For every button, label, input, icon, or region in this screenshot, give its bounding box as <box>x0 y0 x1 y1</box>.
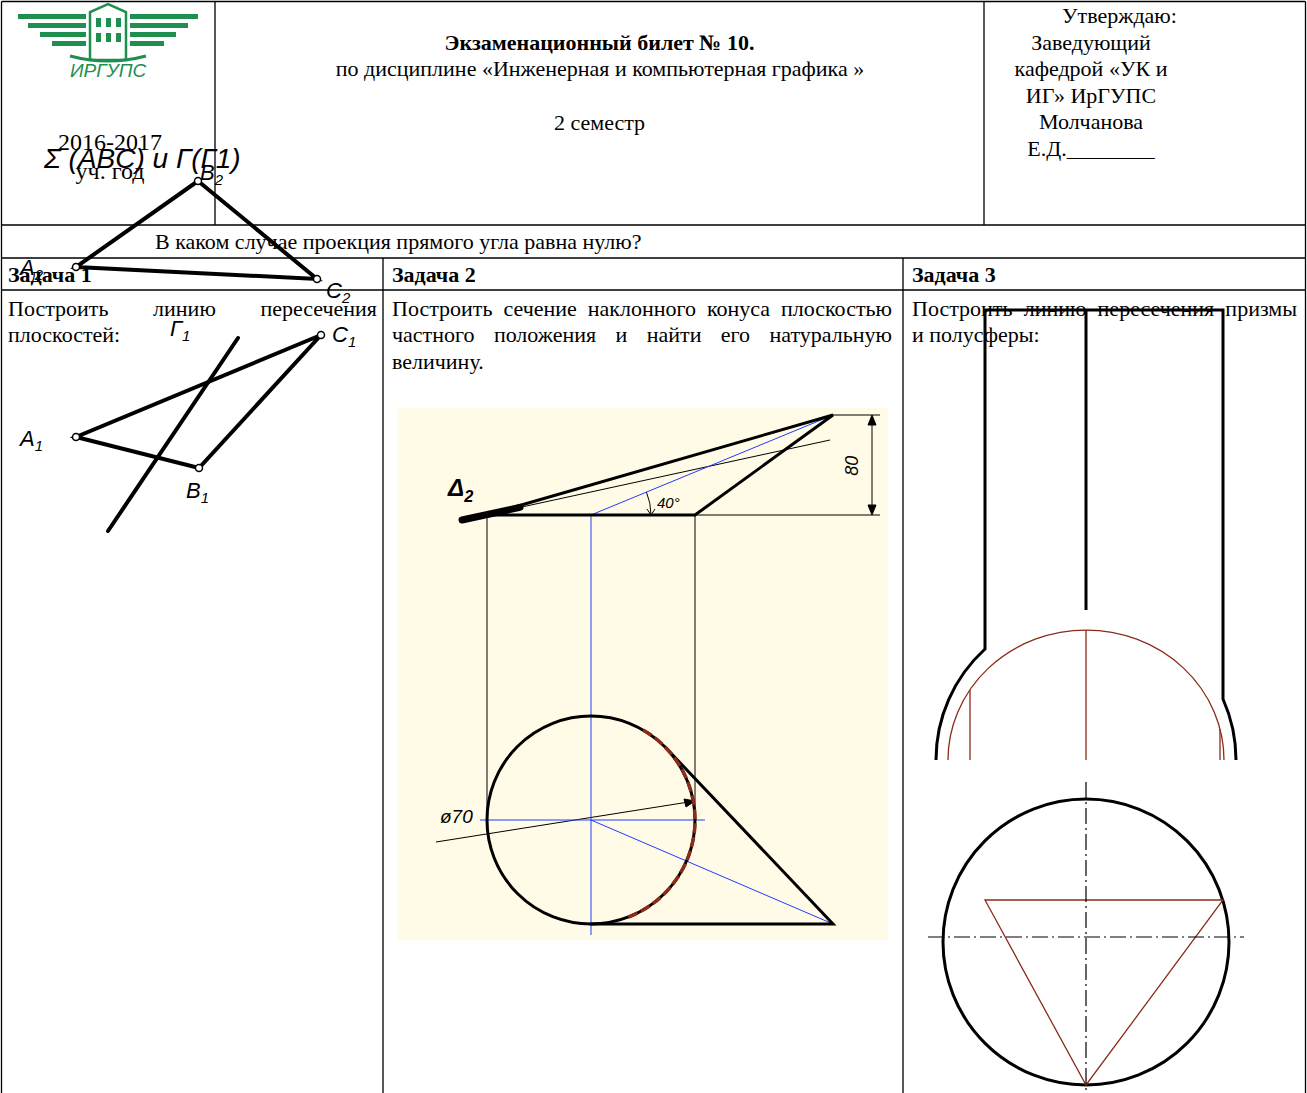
subscript-index: 1 <box>35 437 43 454</box>
approval-heading: Утверждаю: <box>1062 3 1177 29</box>
theory-question: В каком случае проекция прямого угла рав… <box>155 229 641 255</box>
point-label: A1 <box>20 426 43 455</box>
prism-hemisphere-drawing <box>928 310 1244 1093</box>
point-label: B1 <box>186 478 209 507</box>
subscript-index: 2 <box>464 487 473 505</box>
logo-text: ИРГУПС <box>70 60 146 83</box>
subscript-index: 1 <box>348 333 356 350</box>
subscript-index: 2 <box>342 289 350 306</box>
approval-signature: Заведующий кафедрой «УК и ИГ» ИрГУПС Мол… <box>995 30 1187 162</box>
task-heading: Задача 3 <box>912 262 996 288</box>
plane-label: Δ2 <box>448 474 473 506</box>
point-label: A2 <box>20 255 43 284</box>
subscript-index: 2 <box>215 171 223 188</box>
diameter-dimension: ø70 <box>440 806 473 829</box>
task-text: Построить линию пересечения призмы и пол… <box>912 296 1297 349</box>
point-label: B2 <box>200 160 223 189</box>
semester: 2 семестр <box>215 110 984 136</box>
angle-dimension: 40° <box>657 494 680 512</box>
task-text: Построить сечение наклонного конуса плос… <box>392 296 892 375</box>
point-label: C2 <box>326 278 350 307</box>
ticket-title: Экзаменационный билет № 10. <box>215 30 984 56</box>
point-label: Г1 <box>170 316 190 345</box>
university-logo <box>18 4 198 61</box>
subscript-index: 2 <box>35 266 43 283</box>
subscript-index: 1 <box>201 489 209 506</box>
task-heading: Задача 2 <box>392 262 476 288</box>
task-text: Построить линию пересечения плоскостей: <box>8 296 377 349</box>
height-dimension: 80 <box>842 456 864 476</box>
oblique-cone-drawing <box>398 408 888 940</box>
subscript-index: 1 <box>182 327 190 344</box>
discipline: по дисциплине «Инженерная и компьютерная… <box>322 56 878 82</box>
point-label: C1 <box>332 322 356 351</box>
